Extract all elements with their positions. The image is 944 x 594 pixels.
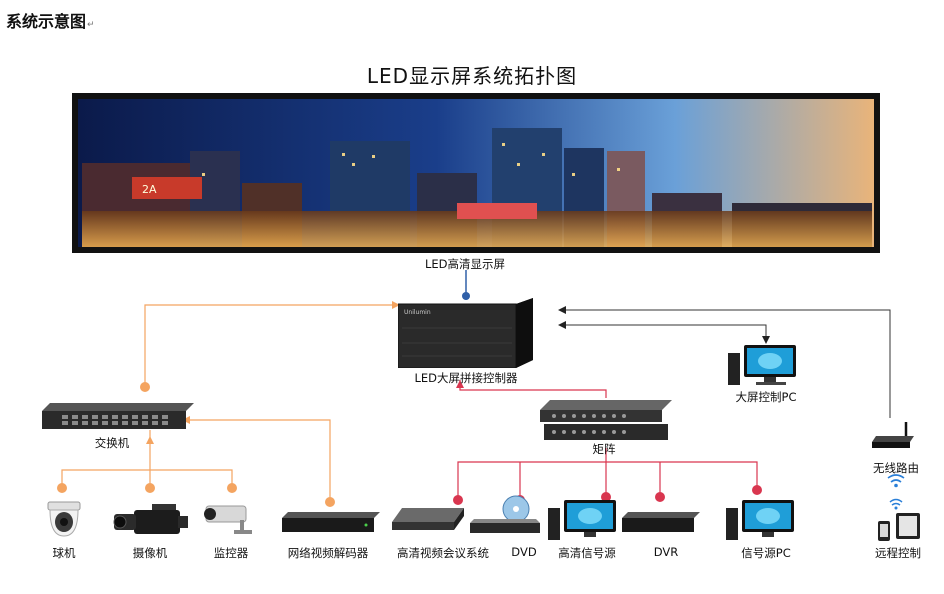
hd-signal-source-icon <box>548 500 616 540</box>
svg-text:Unilumin: Unilumin <box>404 309 431 316</box>
wireless-router-icon <box>872 422 914 448</box>
signal-pc-label: 信号源PC <box>741 546 791 560</box>
switch-label: 交换机 <box>94 436 130 450</box>
dvr-icon <box>622 512 700 532</box>
wifi-signal-icon <box>887 474 905 488</box>
led-screen-label: LED高清显示屏 <box>424 257 506 271</box>
dvd-label: DVD <box>511 545 537 559</box>
controller-label: LED大屏拼接控制器 <box>414 371 518 385</box>
monitor-camera-label: 监控器 <box>213 546 249 560</box>
matrix-label: 矩阵 <box>592 442 616 456</box>
dome-camera-icon <box>47 501 81 537</box>
hd-conference-icon <box>392 508 464 530</box>
remote-control-label: 远程控制 <box>875 546 921 560</box>
svg-text:2A: 2A <box>142 183 157 196</box>
video-camera-label: 摄像机 <box>132 546 168 560</box>
controller-icon: Unilumin <box>398 298 533 368</box>
switch-icon <box>42 403 194 429</box>
video-camera-icon <box>113 504 188 534</box>
signal-pc-icon <box>726 500 794 540</box>
diagram-title: LED显示屏系统拓扑图 <box>366 64 578 88</box>
remote-control-icon <box>878 498 920 541</box>
surveillance-camera-icon <box>204 505 252 534</box>
page-heading: 系统示意图↵ <box>6 12 95 31</box>
hd-conference-label: 高清视频会议系统 <box>397 546 489 560</box>
big-screen-pc-label: 大屏控制PC <box>735 390 797 404</box>
dome-camera-label: 球机 <box>52 546 76 560</box>
led-screen-image: 2A <box>72 93 880 253</box>
hd-signal-source-label: 高清信号源 <box>558 546 616 560</box>
big-screen-pc-icon <box>728 345 796 385</box>
matrix-icon <box>540 400 672 440</box>
dvr-label: DVR <box>653 545 679 559</box>
network-decoder-icon <box>282 512 380 532</box>
network-decoder-label: 网络视频解码器 <box>287 546 369 560</box>
wireless-router-label: 无线路由 <box>873 461 919 475</box>
dvd-icon <box>470 495 540 533</box>
